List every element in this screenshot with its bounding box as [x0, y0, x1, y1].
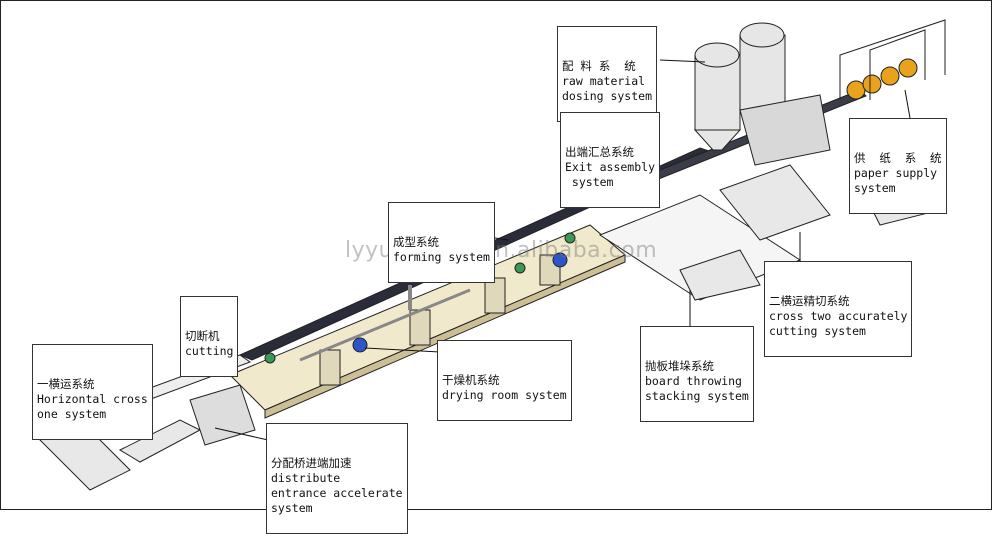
fan-2 [552, 252, 568, 268]
paper-rolls [846, 58, 918, 100]
distribute-bridge [189, 384, 256, 446]
silos [693, 22, 787, 151]
fan-1 [352, 337, 368, 353]
dryer-blocks [319, 254, 561, 386]
production-line-drawing [39, 19, 946, 491]
